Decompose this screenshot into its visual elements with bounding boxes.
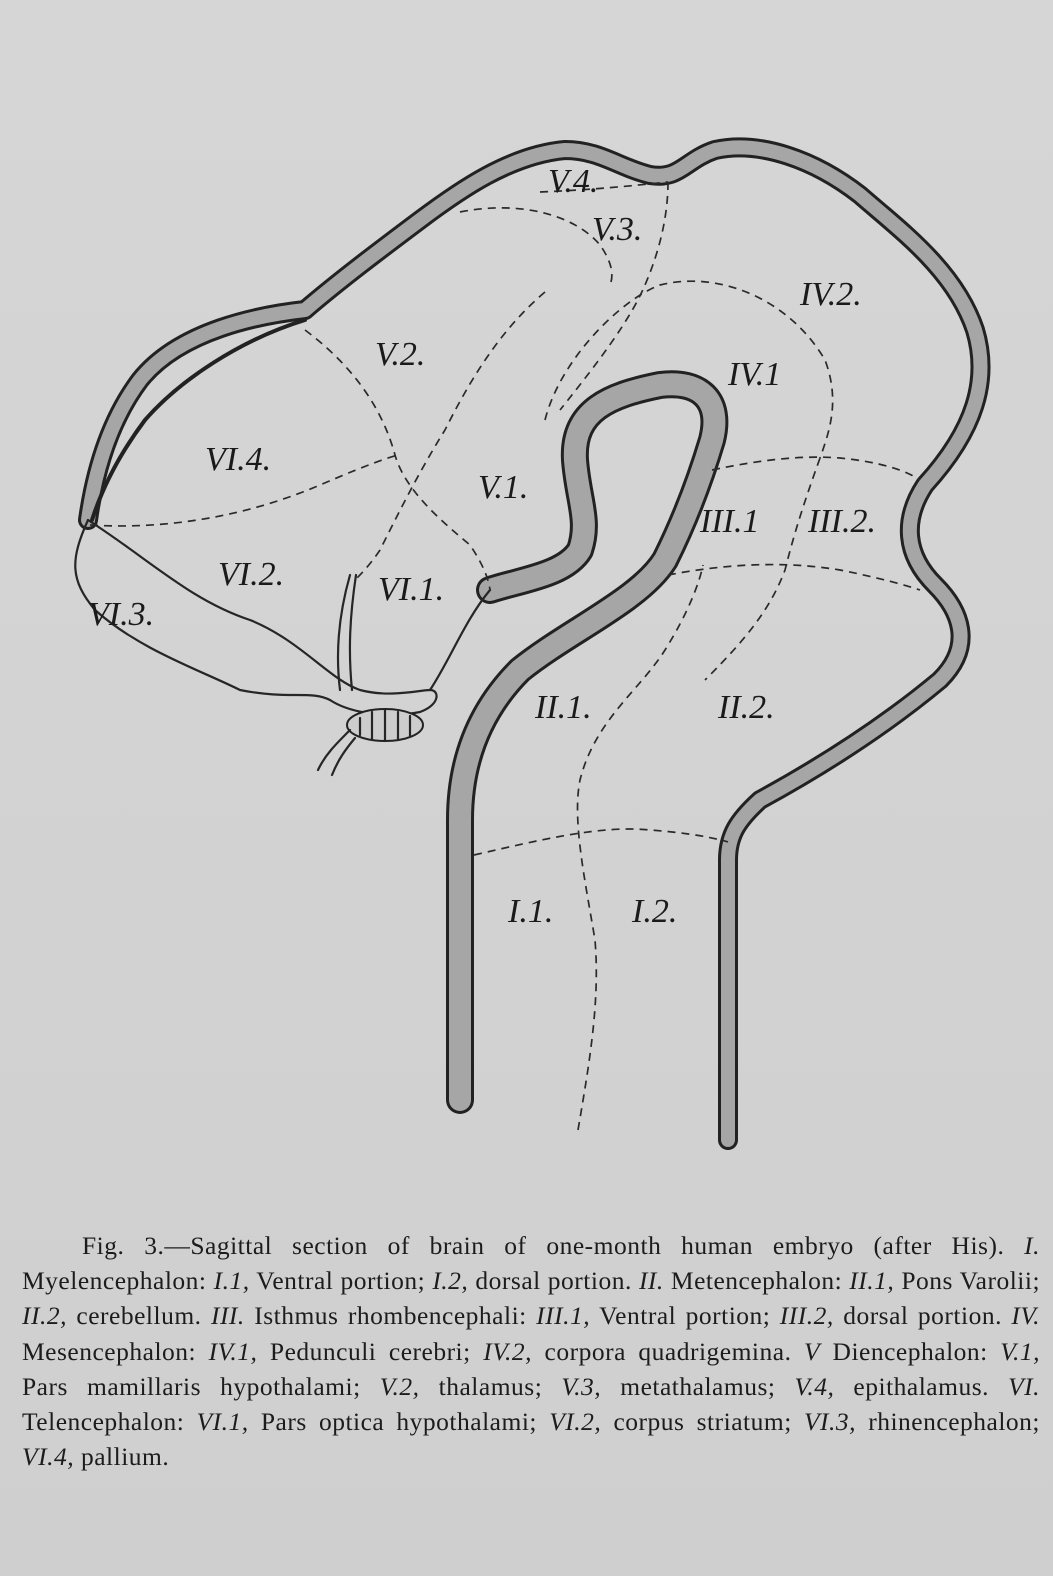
label-v3: V.3. [592, 211, 642, 248]
subdivision-id: V.1, [1000, 1337, 1040, 1366]
division-name: Myelencephalon: [22, 1266, 207, 1295]
subdivision-name: cerebellum. [76, 1301, 201, 1330]
boundary-midline-lower [578, 565, 703, 1130]
label-v4: V.4. [548, 163, 598, 200]
label-iii1: III.1 [699, 503, 759, 540]
label-v1: V.1. [478, 469, 528, 506]
division-numeral: IV. [1011, 1301, 1040, 1330]
subdivision-name: corpora quadrigemina. [545, 1337, 792, 1366]
division-numeral: I. [1024, 1231, 1040, 1260]
subdivision-name: pallium. [81, 1442, 169, 1471]
division-name: Mesencephalon: [22, 1337, 196, 1366]
subdivision-name: metathalamus; [620, 1372, 775, 1401]
subdivision-id: VI.1, [197, 1407, 249, 1436]
subdivision-name: Ventral portion; [256, 1266, 425, 1295]
subdivision-id: I.2, [432, 1266, 468, 1295]
division-name: Metencephalon: [671, 1266, 842, 1295]
subdivision-id: VI.3, [804, 1407, 856, 1436]
label-iii2: III.2. [807, 503, 876, 540]
division-numeral: V [804, 1337, 820, 1366]
subdivision-name: epithalamus. [853, 1372, 989, 1401]
subdivision-id: V.2, [380, 1372, 420, 1401]
figure-title: —Sagittal section of brain of one-month … [164, 1231, 1004, 1260]
division-name: Isthmus rhombencephali: [254, 1301, 527, 1330]
basal-appendage [318, 709, 423, 775]
subdivision-name: Pars optica hypothalami; [261, 1407, 537, 1436]
subdivision-name: Pars mamillaris hypothalami; [22, 1372, 361, 1401]
subdivision-name: dorsal portion. [475, 1266, 631, 1295]
subdivision-id: V.4, [795, 1372, 835, 1401]
label-iv1: IV.1 [727, 356, 781, 393]
subdivision-id: III.1, [536, 1301, 590, 1330]
boundary-v3 [460, 208, 612, 285]
division-numeral: II. [639, 1266, 664, 1295]
label-ii2: II.2. [717, 689, 775, 726]
subdivision-name: dorsal portion. [843, 1301, 1002, 1330]
subdivision-id: IV.2, [483, 1337, 532, 1366]
label-vi3: VI.3. [88, 596, 154, 633]
division-name: Telencephalon: [22, 1407, 184, 1436]
label-vi2: VI.2. [218, 556, 284, 593]
figure-caption: Fig. 3.—Sagittal section of brain of one… [22, 1228, 1040, 1474]
subdivision-id: III.2, [780, 1301, 834, 1330]
boundary-i-ii [474, 829, 728, 855]
label-ii1: II.1. [534, 689, 592, 726]
subdivision-name: Pons Varolii; [901, 1266, 1040, 1295]
label-i2: I.2. [631, 893, 677, 930]
subdivision-name: Pedunculi cerebri; [270, 1337, 471, 1366]
division-numeral: III. [211, 1301, 245, 1330]
subdivision-id: VI.2, [549, 1407, 601, 1436]
division-name: Diencephalon: [833, 1337, 988, 1366]
subdivision-id: II.1, [849, 1266, 894, 1295]
boundary-ii-iii [668, 565, 920, 590]
boundary-iii-iv [712, 457, 920, 480]
label-vi1: VI.1. [378, 571, 444, 608]
boundary-iii1-iii2 [705, 458, 820, 680]
label-vi4: VI.4. [205, 441, 271, 478]
subdivision-id: V.3, [561, 1372, 601, 1401]
subdivision-id: II.2, [22, 1301, 67, 1330]
subdivision-name: corpus striatum; [613, 1407, 791, 1436]
caption-legend: I. Myelencephalon: I.1, Ventral portion;… [22, 1231, 1040, 1471]
label-i1: I.1. [507, 893, 553, 930]
label-v2: V.2. [375, 336, 425, 373]
subdivision-id: VI.4, [22, 1442, 74, 1471]
subdivision-id: I.1, [214, 1266, 250, 1295]
division-numeral: VI. [1008, 1372, 1040, 1401]
label-iv2: IV.2. [799, 276, 862, 313]
subdivision-name: rhinencephalon; [868, 1407, 1040, 1436]
brain-section-diagram: V.4. V.3. IV.2. V.2. IV.1 VI.4. V.1. III… [0, 0, 1053, 1200]
figure-number: Fig. 3. [82, 1231, 164, 1260]
subdivision-name: Ventral portion; [599, 1301, 770, 1330]
subdivision-name: thalamus; [439, 1372, 543, 1401]
subdivision-id: IV.1, [209, 1337, 258, 1366]
